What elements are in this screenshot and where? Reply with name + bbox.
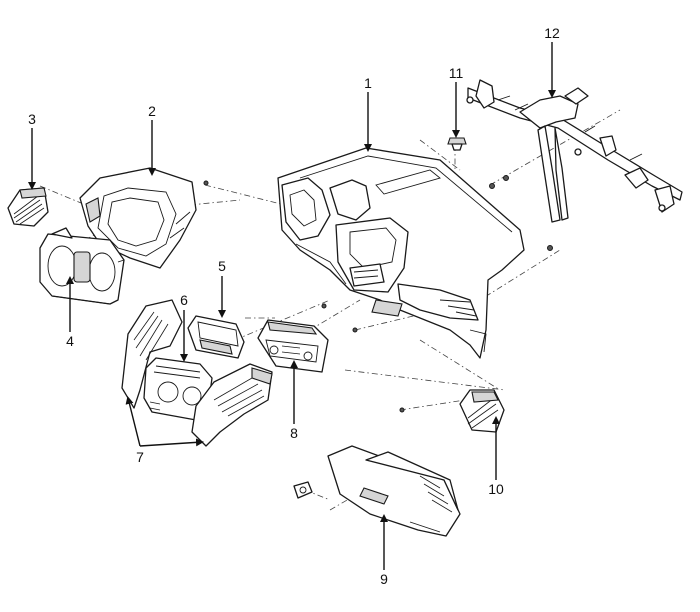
glove-box	[327, 445, 461, 537]
callout-3: 3	[28, 111, 36, 127]
side-air-vent-left	[7, 187, 49, 227]
callout-1: 1	[364, 75, 372, 91]
glove-box-damper	[293, 481, 313, 499]
crash-pad	[277, 147, 525, 359]
callout-5: 5	[218, 258, 226, 274]
instrument-cluster	[39, 227, 125, 305]
leader-lines	[28, 42, 556, 570]
callout-7: 7	[136, 449, 144, 465]
callout-labels: 1 2 3 4 5 6 7 8 9 10 11 12	[28, 25, 560, 587]
fastener-screws	[203, 175, 553, 413]
callout-6: 6	[180, 292, 188, 308]
callout-10: 10	[488, 481, 504, 497]
side-air-vent-right	[459, 389, 505, 433]
callout-12: 12	[544, 25, 560, 41]
callout-8: 8	[290, 425, 298, 441]
callout-2: 2	[148, 103, 156, 119]
callout-11: 11	[449, 65, 464, 81]
callout-4: 4	[66, 333, 74, 349]
hazard-switch	[187, 315, 245, 359]
callout-9: 9	[380, 571, 388, 587]
cowl-cross-bar	[466, 79, 683, 223]
audio-unit	[257, 319, 329, 373]
mounting-clip	[447, 137, 467, 151]
